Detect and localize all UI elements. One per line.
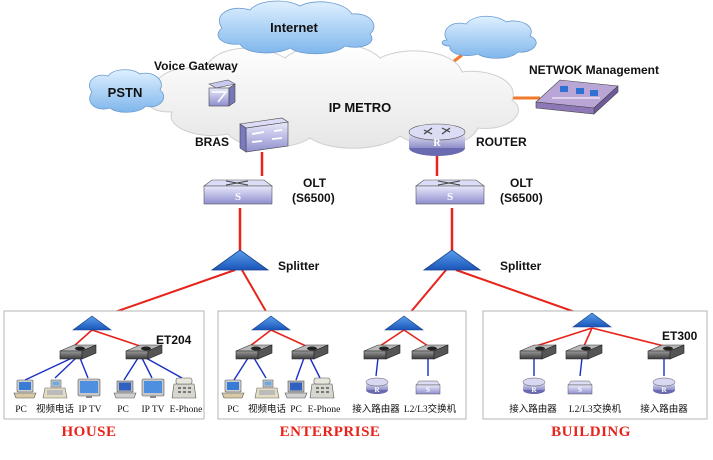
olt-right-letter: S	[447, 191, 453, 203]
house-label-3: PC	[117, 405, 129, 415]
splitter-right-icon	[422, 249, 482, 271]
enterprise-label-0: PC	[227, 405, 239, 415]
house-pc-icon	[13, 379, 37, 399]
house-iptv-2-icon	[141, 378, 165, 399]
enterprise-splitter-left-icon	[251, 315, 291, 331]
building-label-0: 接入路由器	[509, 403, 557, 415]
link-splitter-building	[455, 269, 593, 319]
house-label-1: 视频电话	[36, 403, 75, 415]
voice-gateway-label: Voice Gateway	[154, 59, 238, 73]
enterprise-label-5: L2/L3交换机	[404, 403, 457, 415]
et300-label: ET300	[662, 329, 698, 343]
house-label-0: PC	[15, 405, 27, 415]
house-label-4: IP TV	[142, 405, 165, 415]
building-router-1-letter: R	[531, 386, 537, 394]
network-management-icon	[535, 79, 619, 115]
enterprise-label-4: 接入路由器	[352, 403, 400, 415]
splitter-left-icon	[210, 249, 270, 271]
olt-left-icon: S	[203, 179, 273, 205]
olt-left-label-line2: (S6500)	[292, 191, 335, 205]
house-laptop-icon	[113, 380, 137, 399]
enterprise-title: ENTERPRISE	[280, 424, 381, 440]
internet-cloud: Internet	[217, 0, 375, 55]
enterprise-label-3: E-Phone	[308, 405, 341, 415]
olt-right-label-line1: OLT	[510, 176, 534, 190]
splitter-left-label: Splitter	[278, 259, 320, 273]
house-iptv-icon	[77, 378, 101, 399]
olt-right-icon: S	[415, 179, 485, 205]
enterprise-panel: R S PC 视频电话 PC E-Phone 接入路由器 L2/L3交换机	[217, 310, 467, 420]
splitter-right-label: Splitter	[500, 259, 542, 273]
bras-label: BRAS	[195, 135, 229, 149]
building-router-2-letter: R	[661, 386, 667, 394]
pstn-label: PSTN	[108, 85, 143, 100]
house-label-5: E-Phone	[170, 405, 203, 415]
router-label: ROUTER	[476, 135, 527, 149]
enterprise-router-letter: R	[374, 386, 380, 394]
enterprise-laptop-icon	[284, 380, 308, 399]
internet-label: Internet	[270, 20, 318, 35]
house-panel: ET204 PC 视频电话 IP TV PC IP TV E-Phone	[3, 310, 205, 420]
building-title: BUILDING	[551, 424, 631, 440]
enterprise-label-1: 视频电话	[248, 403, 287, 415]
enterprise-splitter-right-icon	[384, 315, 424, 331]
voice-gateway-icon	[208, 79, 236, 107]
building-panel: ET300 R S R 接入路由器 L2/L3交换机 接入路由器	[482, 310, 708, 420]
house-label-2: IP TV	[79, 405, 102, 415]
enterprise-pc-icon	[221, 379, 245, 399]
pstn-cloud: PSTN	[89, 69, 165, 113]
enterprise-label-2: PC	[290, 405, 302, 415]
building-switch-letter: S	[578, 386, 582, 394]
olt-left-label-line1: OLT	[303, 176, 327, 190]
et204-label: ET204	[156, 333, 192, 347]
enterprise-switch-letter: S	[426, 386, 430, 394]
house-splitter-icon	[72, 315, 112, 331]
building-splitter-icon	[572, 312, 612, 328]
core-router-icon: R	[408, 123, 466, 156]
olt-left-letter: S	[235, 191, 241, 203]
ip-metro-label: IP METRO	[329, 100, 392, 115]
ip-metro-cloud: IP METRO	[149, 43, 519, 149]
router-letter: R	[433, 138, 441, 149]
bras-icon	[239, 117, 289, 153]
unlabeled-cloud	[441, 15, 537, 59]
network-management-label: NETWOK Management	[529, 63, 659, 77]
house-title: HOUSE	[61, 424, 116, 440]
building-label-1: L2/L3交换机	[569, 403, 622, 415]
olt-right-label-line2: (S6500)	[500, 191, 543, 205]
building-label-2: 接入路由器	[640, 403, 688, 415]
